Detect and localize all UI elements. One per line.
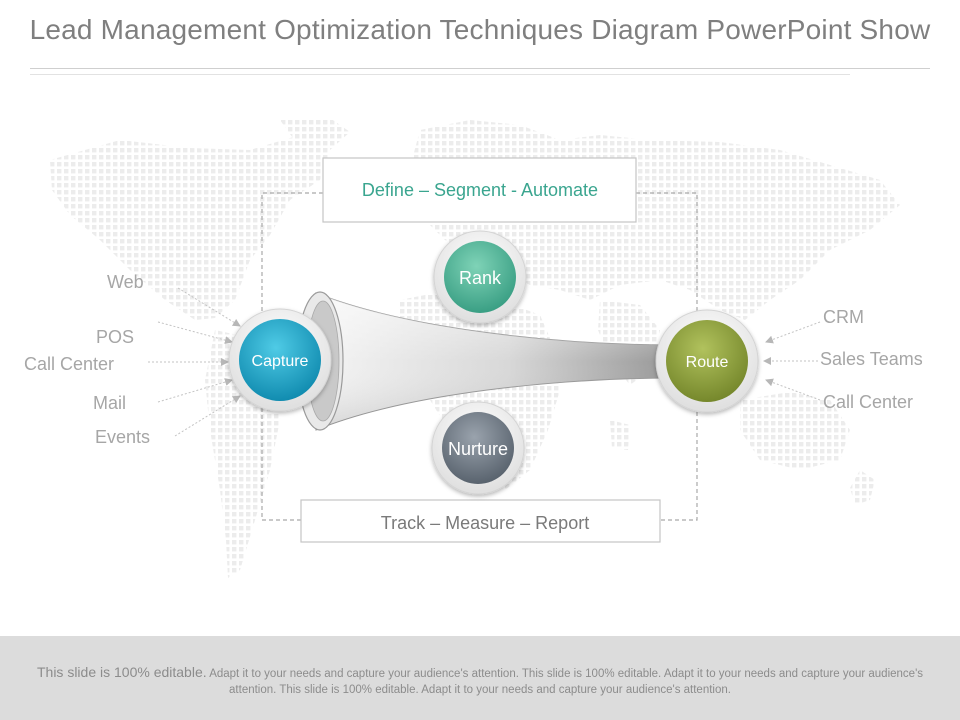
page-title: Lead Management Optimization Techniques …: [29, 14, 931, 45]
source-label: Events: [95, 427, 150, 447]
source-arrows: [148, 287, 241, 437]
source-label: Call Center: [24, 354, 114, 374]
source-label: Mail: [93, 393, 126, 413]
nurture-label: Nurture: [448, 439, 508, 459]
footer-body-text: Adapt it to your needs and capture your …: [209, 668, 924, 696]
destination-label: Sales Teams: [820, 349, 923, 369]
destination-label: Call Center: [823, 392, 913, 412]
route-node: Route: [655, 309, 759, 413]
nurture-node: Nurture: [431, 401, 525, 495]
destination-arrows: [763, 321, 821, 401]
source-label: POS: [96, 327, 134, 347]
track-measure-report-box: Track – Measure – Report: [300, 499, 661, 543]
lead-destinations: CRM Sales Teams Call Center: [820, 307, 923, 412]
title-divider: [30, 68, 930, 69]
bottom-box-label: Track – Measure – Report: [381, 513, 589, 533]
lead-management-diagram: Define – Segment - Automate Track – Meas…: [24, 118, 923, 578]
top-box-label: Define – Segment - Automate: [362, 180, 598, 200]
destination-label: CRM: [823, 307, 864, 327]
footer-lead-text: This slide is 100% editable.: [36, 664, 207, 680]
define-segment-automate-box: Define – Segment - Automate: [322, 157, 637, 223]
rank-label: Rank: [459, 268, 502, 288]
lead-sources: Web POS Call Center Mail Events: [24, 272, 150, 447]
footer-bar: This slide is 100% editable. Adapt it to…: [0, 636, 960, 720]
source-label: Web: [107, 272, 144, 292]
capture-node: Capture: [228, 308, 332, 412]
route-label: Route: [686, 354, 729, 371]
footer-text: This slide is 100% editable. Adapt it to…: [14, 664, 946, 698]
rank-node: Rank: [433, 230, 527, 324]
title-divider-secondary: [30, 74, 850, 75]
capture-label: Capture: [252, 353, 309, 370]
